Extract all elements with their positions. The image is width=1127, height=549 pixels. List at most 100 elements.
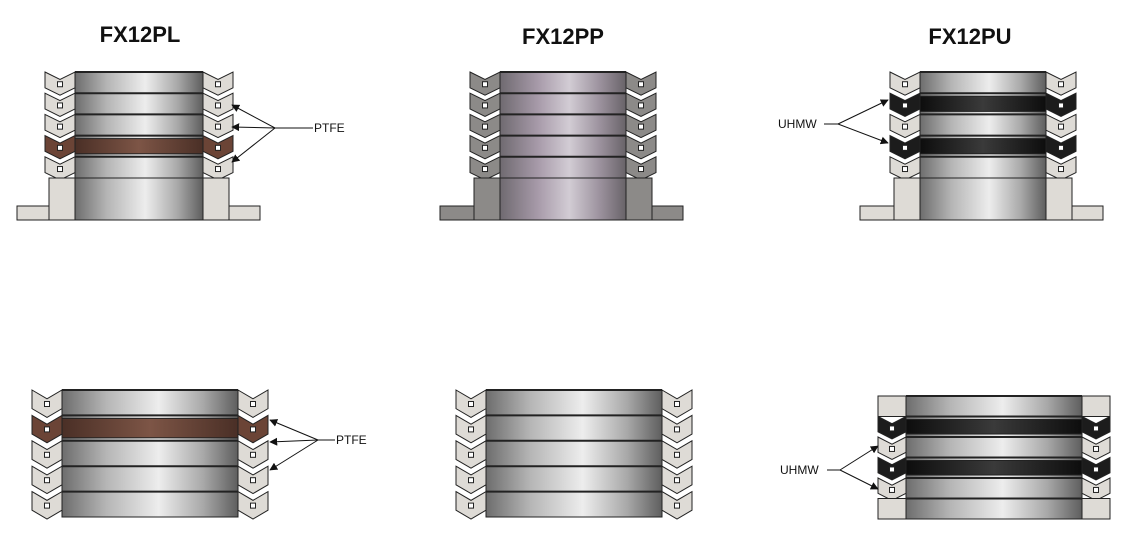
ptfe-callout-top: PTFE: [231, 104, 345, 163]
seal-notch: [638, 81, 644, 88]
seal-notch: [250, 426, 256, 433]
seal-notch: [1093, 466, 1099, 473]
arrow-line: [231, 127, 276, 163]
title-fx12pp: FX12PP: [522, 24, 604, 49]
seal-notch: [674, 451, 680, 458]
shank-wall-left: [473, 177, 501, 221]
ptfe-ring-band: [74, 138, 204, 155]
shank: [74, 177, 204, 221]
title-fx12pu: FX12PU: [928, 24, 1011, 49]
arrow-line: [269, 419, 319, 441]
fx12pu-flanged-seal-stack: [859, 71, 1104, 221]
seal-notch: [44, 426, 50, 433]
seal-notch: [44, 477, 50, 484]
fx12pp-seal-stack: [455, 389, 693, 520]
title-fx12pl: FX12PL: [100, 22, 181, 47]
uhmw-ring-band: [919, 138, 1047, 155]
uhmw-label: UHMW: [778, 117, 817, 131]
seal-notch: [44, 502, 50, 509]
seal-notch: [1093, 486, 1099, 493]
seal-notch: [638, 144, 644, 151]
seal-notch: [57, 166, 63, 173]
seal-notch: [674, 477, 680, 484]
end-ring-right: [1081, 395, 1111, 417]
seal-notch: [44, 451, 50, 458]
shank-wall-right: [1045, 177, 1073, 221]
seal-notch: [638, 102, 644, 109]
arrow-line: [839, 469, 879, 490]
seal-notch: [482, 81, 488, 88]
seal-notch: [57, 102, 63, 109]
seal-notch: [1058, 144, 1064, 151]
seal-notch: [1058, 81, 1064, 88]
shank-wall-left: [893, 177, 921, 221]
seal-notch: [889, 425, 895, 432]
uhmw-callout-bottom: UHMW: [780, 445, 879, 490]
shank-wall-left: [48, 177, 76, 221]
fx12pl-seal-stack: [31, 389, 269, 520]
arrow-line: [269, 439, 319, 471]
seal-notch: [902, 81, 908, 88]
seal-notch: [889, 445, 895, 452]
uhmw-ring-band: [905, 419, 1083, 435]
seal-notch: [468, 477, 474, 484]
ptfe-ring-band: [61, 417, 239, 439]
fx12pp-flanged-seal-stack: [439, 71, 684, 221]
bore-surface: [499, 71, 627, 179]
fx12pu-seal-stack: [877, 395, 1111, 520]
shank: [499, 177, 627, 221]
uhmw-callout-top: UHMW: [778, 99, 889, 145]
seal-notch: [674, 401, 680, 408]
bore-surface: [74, 71, 204, 179]
ptfe-callout-bottom: PTFE: [269, 419, 367, 471]
seal-notch: [57, 81, 63, 88]
shank: [919, 177, 1047, 221]
seal-notch: [1058, 166, 1064, 173]
seal-notch: [902, 144, 908, 151]
seal-notch: [215, 102, 221, 109]
seal-notch: [1058, 102, 1064, 109]
seal-notch: [674, 502, 680, 509]
seal-notch: [57, 144, 63, 151]
seal-notch: [638, 123, 644, 130]
end-ring-right: [1081, 498, 1111, 520]
bore-surface: [919, 71, 1047, 179]
seal-notch: [44, 401, 50, 408]
seal-notch: [638, 166, 644, 173]
seal-notch: [468, 426, 474, 433]
seal-notch: [482, 102, 488, 109]
arrow-line: [231, 123, 276, 132]
bore-surface: [485, 389, 663, 518]
seal-notch: [468, 502, 474, 509]
arrow-line: [231, 104, 276, 129]
seal-notch: [250, 477, 256, 484]
seal-notch: [215, 81, 221, 88]
seal-notch: [57, 123, 63, 130]
seal-notch: [215, 144, 221, 151]
seal-notch: [1093, 425, 1099, 432]
seal-notch: [482, 123, 488, 130]
seal-notch: [902, 102, 908, 109]
seal-notch: [215, 123, 221, 130]
seal-notch: [250, 451, 256, 458]
seal-notch: [889, 486, 895, 493]
uhmw-label: UHMW: [780, 463, 819, 477]
arrow-line: [269, 437, 319, 446]
arrow-line: [837, 123, 889, 145]
seal-notch: [674, 426, 680, 433]
arrow-line: [839, 445, 879, 471]
shank-wall-right: [625, 177, 653, 221]
ptfe-label: PTFE: [314, 121, 345, 135]
seal-notch: [482, 144, 488, 151]
bore-surface: [61, 389, 239, 518]
seal-notch: [250, 401, 256, 408]
uhmw-ring-band: [905, 460, 1083, 476]
seal-notch: [1093, 445, 1099, 452]
uhmw-ring-band: [919, 95, 1047, 112]
seal-notch: [889, 466, 895, 473]
fx12pl-flanged-seal-stack: [16, 71, 261, 221]
seal-notch: [250, 502, 256, 509]
seal-notch: [482, 166, 488, 173]
seal-notch: [902, 123, 908, 130]
seal-notch: [1058, 123, 1064, 130]
